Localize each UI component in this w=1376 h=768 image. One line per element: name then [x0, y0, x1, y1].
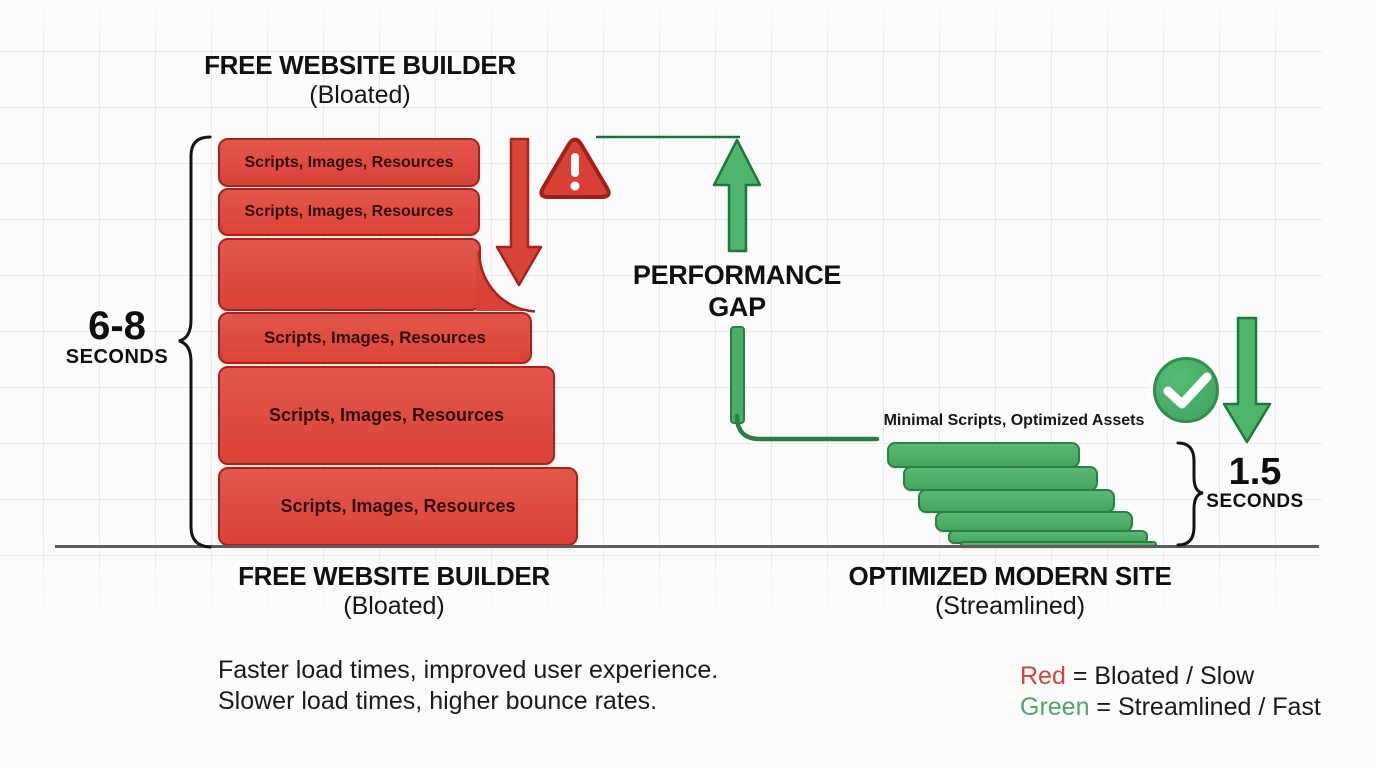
right-time-unit: SECONDS — [1206, 491, 1304, 512]
bloated-block-6: Scripts, Images, Resources — [218, 467, 578, 546]
caption-line1: Faster load times, improved user experie… — [218, 656, 719, 684]
optimized-bar-3 — [918, 489, 1115, 513]
bloated-block-4-label: Scripts, Images, Resources — [263, 328, 487, 347]
left-time-value: 6-8 — [88, 304, 146, 348]
bloated-block-3 — [218, 238, 481, 311]
legend-green-term: Green — [1020, 693, 1090, 721]
optimized-stack-label: Minimal Scripts, Optimized Assets — [883, 412, 1145, 429]
legend: Red = Bloated / Slow Green = Streamlined… — [1020, 661, 1350, 723]
left-time-callout: 6-8 SECONDS — [55, 306, 179, 369]
legend-item-red: Red = Bloated / Slow — [1020, 661, 1350, 692]
right-time-callout: 1.5 SECONDS — [1203, 453, 1307, 513]
legend-item-green: Green = Streamlined / Fast — [1020, 692, 1350, 723]
left-footer-line2: (Bloated) — [343, 592, 445, 620]
left-time-unit: SECONDS — [65, 346, 169, 368]
performance-gap-line2: GAP — [708, 292, 766, 323]
legend-green-rest: = Streamlined / Fast — [1089, 693, 1321, 721]
bloated-block-2: Scripts, Images, Resources — [218, 188, 480, 236]
bloated-block-1: Scripts, Images, Resources — [218, 138, 480, 187]
caption-block: Faster load times, improved user experie… — [218, 655, 778, 717]
optimized-bar-4 — [935, 511, 1133, 532]
legend-red-rest: = Bloated / Slow — [1065, 662, 1255, 690]
left-footer-label: FREE WEBSITE BUILDER (Bloated) — [174, 561, 614, 621]
bloated-block-5: Scripts, Images, Resources — [218, 366, 555, 465]
optimized-stack-label-wrap: Minimal Scripts, Optimized Assets — [864, 412, 1164, 430]
baseline-axis — [55, 545, 1319, 548]
optimized-bar-2 — [903, 466, 1098, 491]
right-footer-label: OPTIMIZED MODERN SITE (Streamlined) — [790, 561, 1230, 621]
bloated-block-1-label: Scripts, Images, Resources — [244, 153, 454, 171]
bloated-block-2-label: Scripts, Images, Resources — [244, 203, 454, 220]
bloated-block-4: Scripts, Images, Resources — [218, 312, 532, 364]
check-circle-icon — [1153, 357, 1219, 423]
bloated-block-5-label: Scripts, Images, Resources — [268, 405, 505, 425]
right-footer-line1: OPTIMIZED MODERN SITE — [848, 561, 1172, 591]
optimized-bar-1 — [887, 442, 1080, 468]
top-title-line2: (Bloated) — [309, 81, 411, 109]
bloated-block-6-label: Scripts, Images, Resources — [280, 496, 516, 516]
top-title: FREE WEBSITE BUILDER (Bloated) — [140, 50, 580, 110]
right-footer-line2: (Streamlined) — [934, 592, 1086, 620]
right-time-value: 1.5 — [1228, 451, 1282, 493]
top-title-line1: FREE WEBSITE BUILDER — [204, 50, 516, 80]
performance-gap-line1: PERFORMANCE — [632, 260, 842, 290]
performance-gap-callout: PERFORMANCE GAP — [617, 259, 857, 324]
caption-line2: Slower load times, higher bounce rates. — [218, 687, 658, 715]
legend-red-term: Red — [1020, 662, 1066, 690]
left-footer-line1: FREE WEBSITE BUILDER — [238, 561, 550, 591]
